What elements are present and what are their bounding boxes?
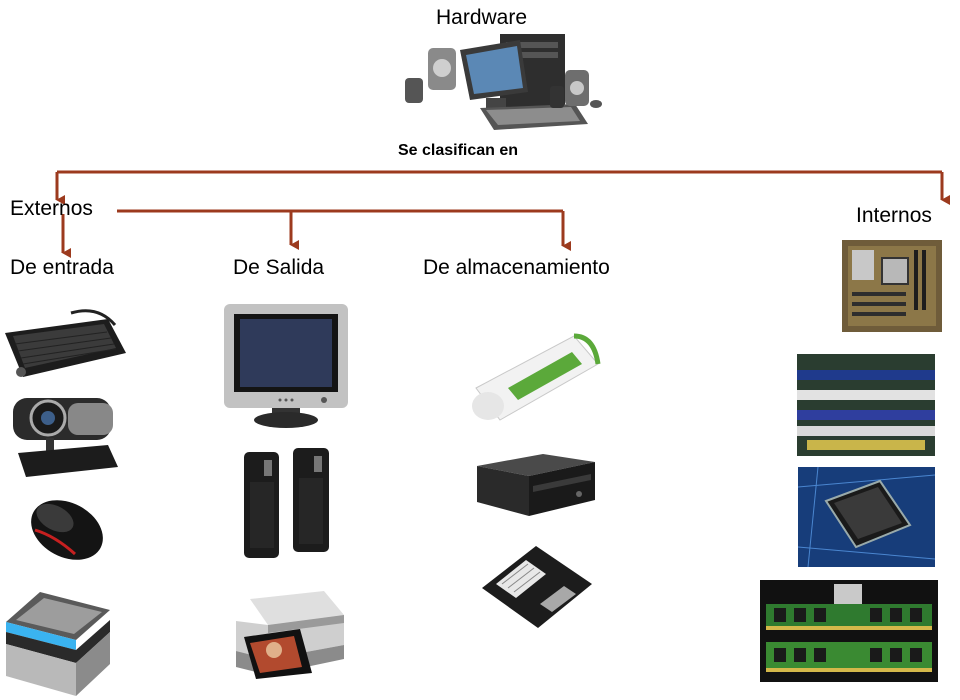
mouse-icon [31,500,103,560]
group-de-entrada-label: De entrada [10,256,114,279]
branch-internos-label: Internos [856,204,932,227]
keyboard-icon [5,309,126,377]
motherboard-icon [842,240,942,332]
group-de-almacenamiento-label: De almacenamiento [423,256,610,279]
root-title: Hardware [436,6,528,29]
group-de-salida-label: De Salida [233,256,325,279]
usb-flash-drive-icon [472,333,601,421]
branch-externos-label: Externos [10,197,93,220]
speakers-icon [244,448,329,558]
ram-modules-icon [760,580,938,682]
desktop-computer-set-icon [405,34,602,130]
ram-slots-icon [797,354,935,456]
dvd-drive-icon [477,454,595,516]
scanner-icon [6,592,110,696]
floppy-disk-icon [482,546,592,628]
webcam-icon [13,398,118,477]
printer-icon [236,591,344,679]
crt-monitor-icon [224,304,348,428]
link-label: Se clasifican en [398,142,519,159]
processor-chip-icon [798,467,935,567]
